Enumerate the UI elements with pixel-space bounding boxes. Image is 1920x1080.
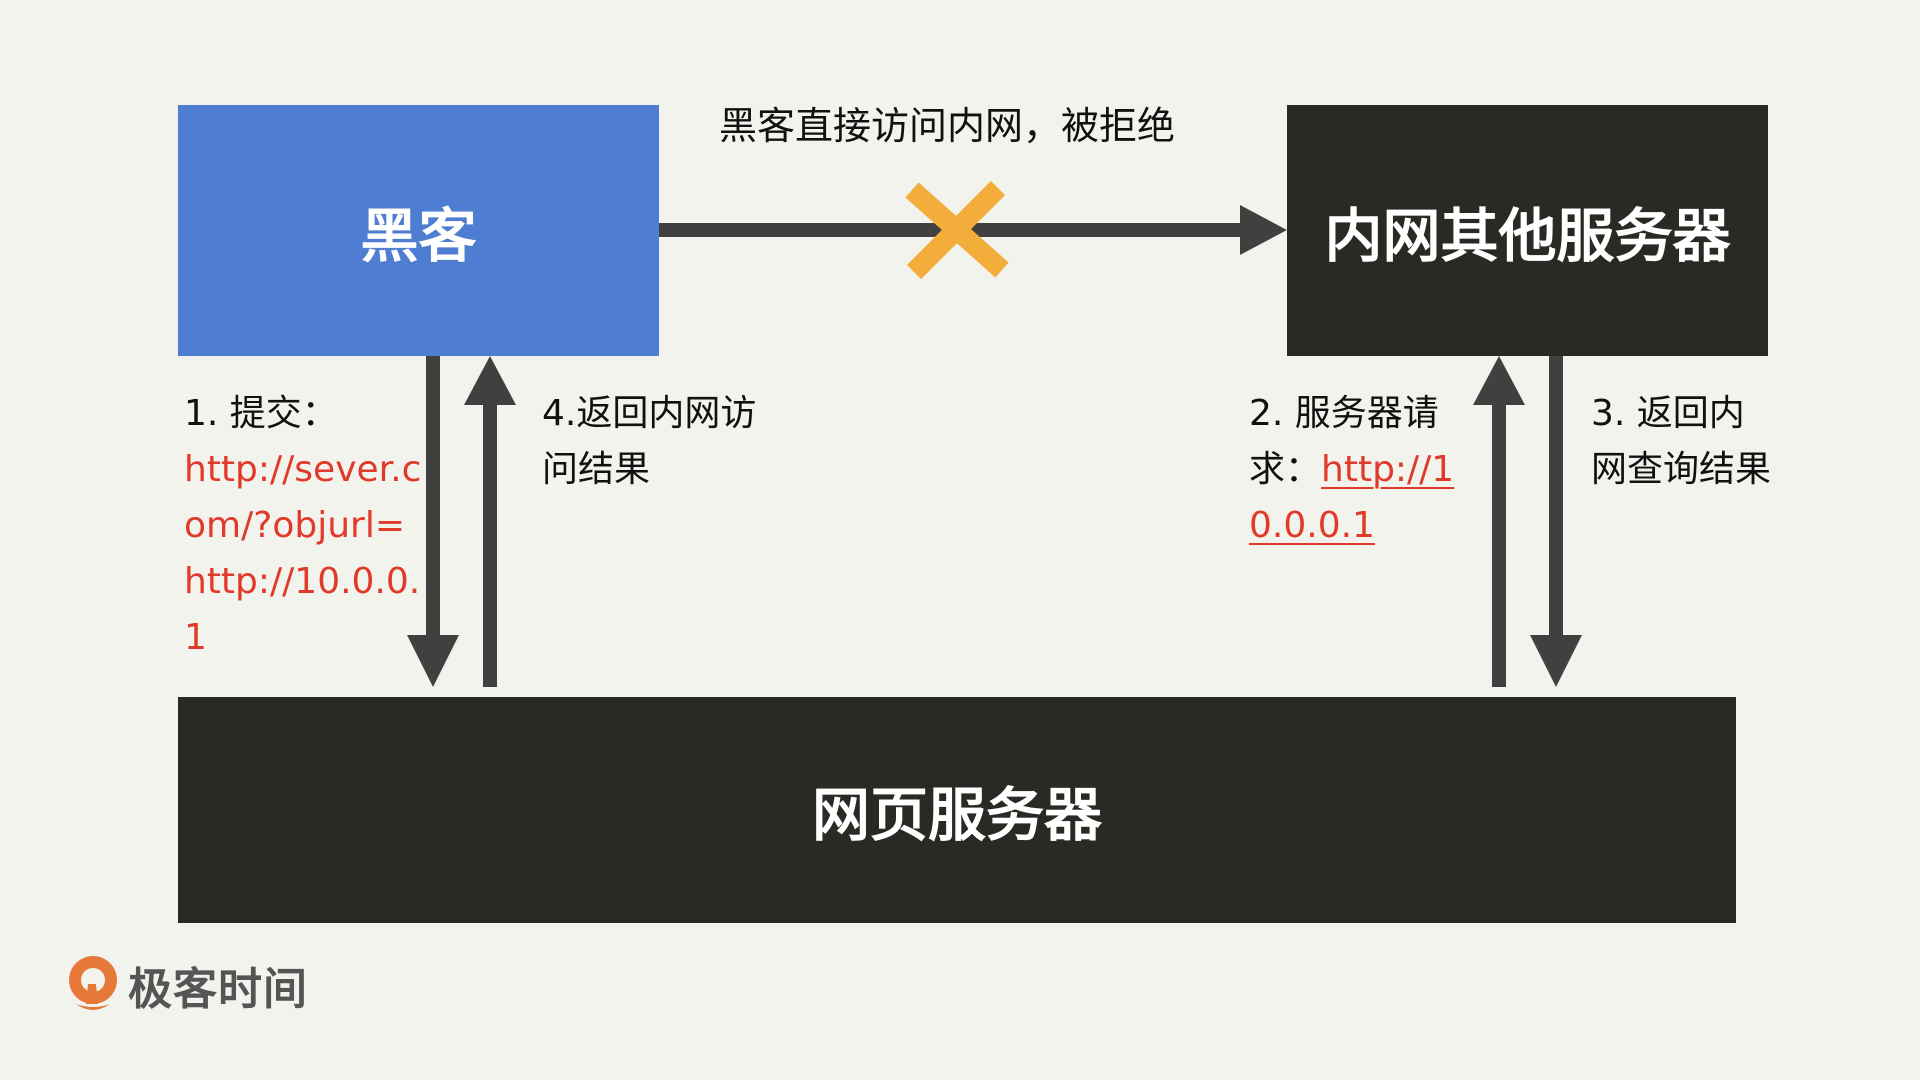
intranet-return-arrow-down [1530,356,1582,687]
intranet-servers-box: 内网其他服务器 [1287,105,1768,356]
submit-arrow-down [407,356,459,687]
return-arrow-up [464,356,516,687]
hacker-box: 黑客 [178,105,659,356]
step1-url: http://sever.com/?objurl=http://10.0.0.1 [184,449,422,658]
intranet-title: 内网其他服务器 [1324,201,1731,270]
step3-label: 3. 返回内网查询结果 [1591,393,1772,490]
blocked-label: 黑客直接访问内网，被拒绝 [719,104,1176,148]
web-server-box: 网页服务器 [178,697,1736,923]
step4-label: 4.返回内网访问结果 [542,393,757,490]
hacker-title: 黑客 [360,201,477,270]
geektime-logo-text: 极客时间 [128,964,308,1015]
blocked-cross-icon [905,180,1009,280]
geektime-logo: 极客时间 [66,953,308,1017]
step2-url-link[interactable]: http://10.0.0.1 [1249,449,1455,546]
geektime-logo-icon [69,956,117,1010]
web-server-title: 网页服务器 [811,781,1102,849]
server-request-arrow-up [1473,356,1525,687]
step1-label: 1. 提交：http://sever.com/?objurl=http://10… [184,393,422,658]
step2-label: 2. 服务器请求：http://10.0.0.1 [1249,393,1455,546]
